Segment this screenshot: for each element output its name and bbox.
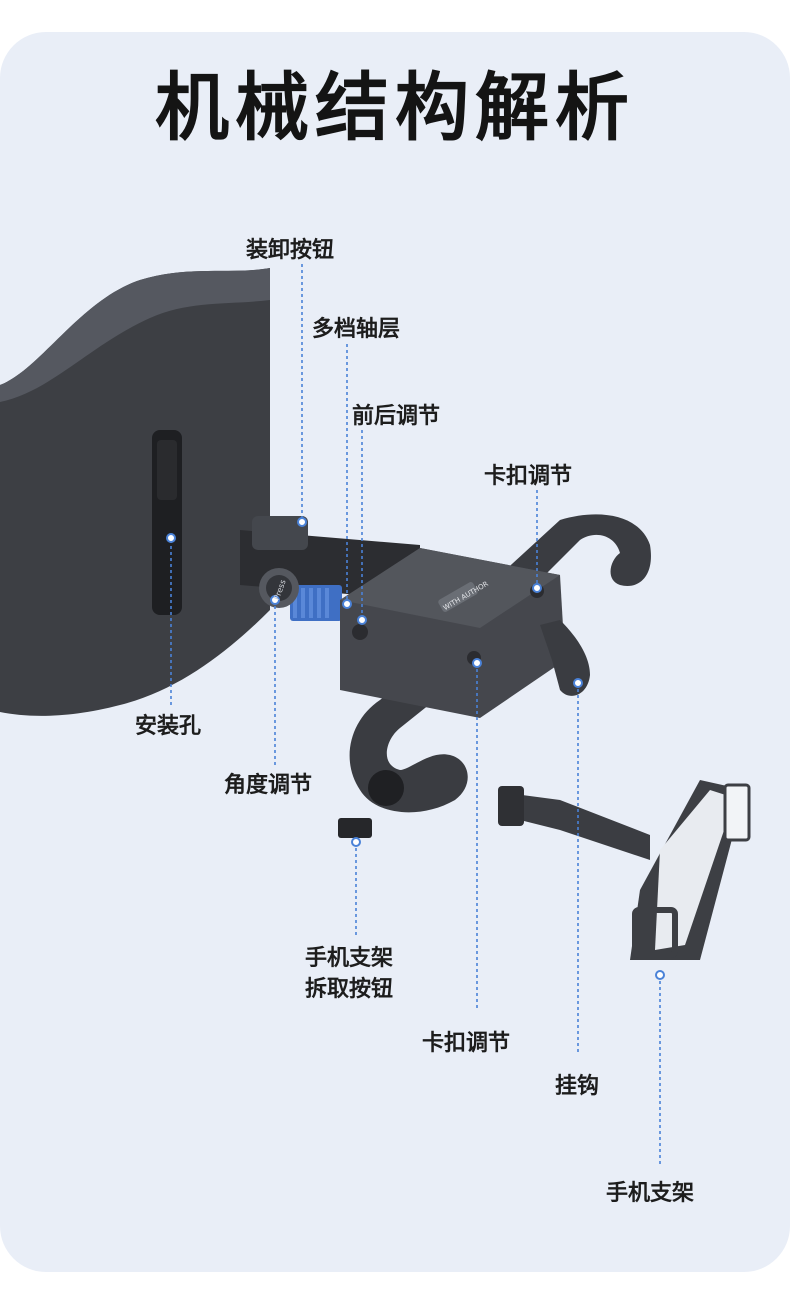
label-angle-adjust: 角度调节 — [224, 773, 313, 798]
label-clip-adjust-bottom: 卡扣调节 — [422, 1031, 511, 1056]
label-mounting-hole: 安装孔 — [135, 714, 202, 739]
label-release-button: 装卸按钮 — [246, 238, 335, 263]
label-front-back-adjust: 前后调节 — [352, 404, 441, 429]
page-title: 机械结构解析 — [155, 65, 635, 151]
leader-lines — [170, 264, 661, 1165]
label-holder-release-line1: 手机支架 — [305, 946, 394, 971]
label-holder-release: 手机支架 拆取按钮 — [305, 943, 393, 1005]
label-clip-adjust-top: 卡扣调节 — [484, 464, 573, 489]
leader-dots — [166, 517, 665, 980]
label-hook: 挂钩 — [555, 1074, 600, 1099]
label-phone-holder: 手机支架 — [606, 1181, 695, 1206]
mount-base-image — [240, 514, 651, 838]
label-holder-release-line2: 拆取按钮 — [305, 977, 394, 1002]
label-multi-gear-shaft: 多档轴层 — [312, 317, 401, 342]
headrest-image — [0, 268, 270, 716]
phone-holder-image — [498, 780, 751, 960]
